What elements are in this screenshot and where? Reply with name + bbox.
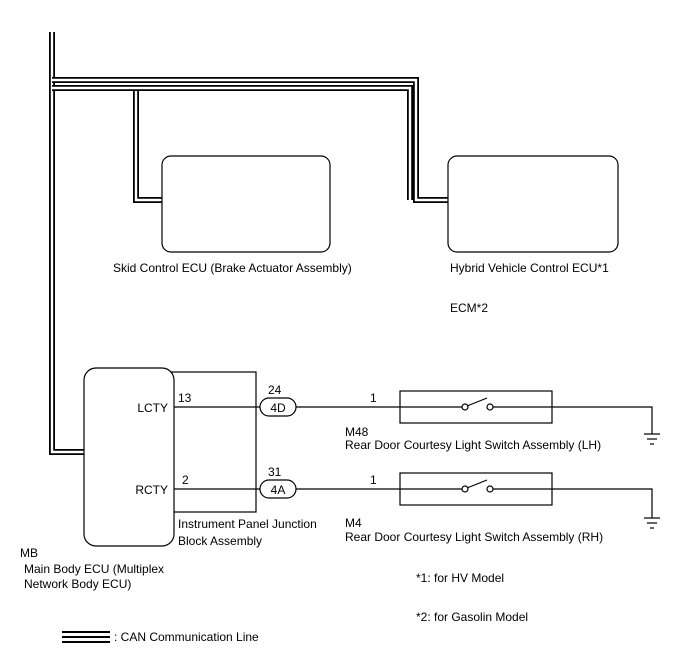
can-bus [49, 32, 448, 455]
connector-4a [259, 479, 297, 499]
skid-control-ecu-label: Skid Control ECU (Brake Actuator Assembl… [113, 261, 352, 275]
pin-lh-1: 1 [370, 391, 377, 405]
note-gasolin-model: *2: for Gasolin Model [416, 610, 528, 624]
ecm-label: ECM*2 [450, 301, 488, 315]
junction-block-name-line1: Instrument Panel Junction [178, 517, 317, 531]
ground-lh-icon [644, 433, 660, 445]
skid-control-ecu-box [161, 155, 331, 253]
pin-2: 2 [182, 473, 189, 487]
main-body-code: MB [20, 546, 38, 560]
junction-block-name-line2: Block Assembly [178, 534, 262, 548]
wire-rh-ground [552, 488, 653, 518]
connector-4a-label: 4A [271, 483, 286, 497]
switch-rh-code: M4 [345, 516, 362, 530]
switch-lh-code: M48 [345, 425, 369, 439]
wire-lh-ground [552, 406, 653, 434]
legend-can-line-icon [62, 631, 110, 643]
pin-13: 13 [178, 391, 192, 405]
hybrid-vehicle-control-ecu-label: Hybrid Vehicle Control ECU*1 [450, 261, 609, 275]
switch-rh-name: Rear Door Courtesy Light Switch Assembly… [345, 530, 603, 544]
pin-24: 24 [268, 383, 282, 397]
connector-4d [259, 397, 297, 417]
terminal-lcty: LCTY [137, 401, 168, 415]
note-hv-model: *1: for HV Model [416, 571, 504, 585]
ground-rh-icon [644, 517, 660, 529]
main-body-ecu-box [83, 367, 175, 547]
main-body-name-line1: Main Body ECU (Multiplex [24, 562, 164, 576]
switch-lh-symbol [400, 397, 552, 411]
legend-can-line-label: : CAN Communication Line [114, 630, 259, 644]
pin-rh-1: 1 [370, 473, 377, 487]
switch-rh-symbol [400, 479, 552, 493]
main-body-name-line2: Network Body ECU) [24, 577, 131, 591]
pin-31: 31 [268, 465, 282, 479]
terminal-rcty: RCTY [135, 483, 168, 497]
hybrid-vehicle-control-ecu-box [447, 155, 619, 253]
connector-4d-label: 4D [270, 401, 286, 415]
switch-lh-name: Rear Door Courtesy Light Switch Assembly… [345, 438, 601, 452]
